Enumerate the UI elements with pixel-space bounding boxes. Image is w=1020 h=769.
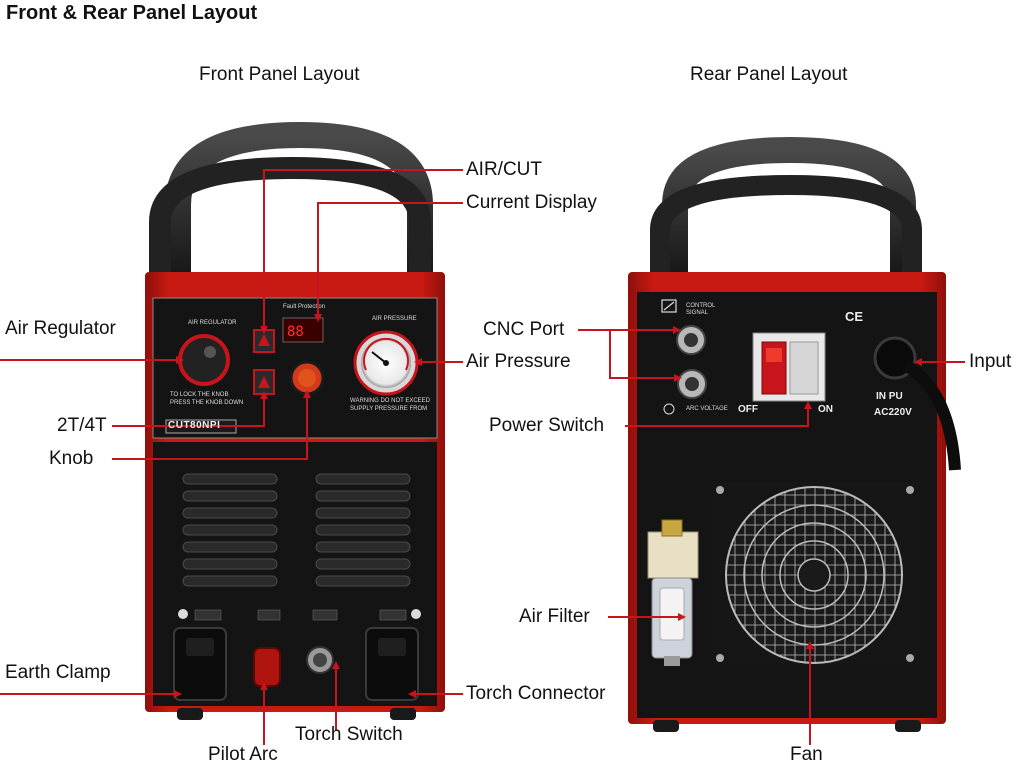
svg-text:AIR REGULATOR: AIR REGULATOR [188, 320, 237, 326]
svg-text:SUPPLY PRESSURE FROM: SUPPLY PRESSURE FROM [350, 406, 427, 412]
label-torch-connector: Torch Connector [466, 683, 606, 704]
label-fan: Fan [790, 744, 823, 765]
input-rating-line2: AC220V [874, 407, 912, 418]
svg-text:TO LOCK THE KNOB: TO LOCK THE KNOB [170, 392, 228, 398]
page-title: Front & Rear Panel Layout [6, 2, 258, 24]
air-regulator-knob [178, 334, 230, 386]
label-current-display: Current Display [466, 192, 597, 213]
svg-text:WARNING DO NOT EXCEED: WARNING DO NOT EXCEED [350, 398, 431, 404]
label-air-pressure: Air Pressure [466, 351, 571, 372]
callout-arrowheads [174, 314, 922, 698]
label-2t-4t: 2T/4T [57, 415, 107, 436]
rear-machine: CONTROL SIGNAL ARC VOLTAGE [628, 136, 961, 732]
svg-text:Fault Protection: Fault Protection [283, 304, 325, 310]
front-vents [182, 473, 411, 587]
fan-grill [712, 482, 920, 664]
rear-panel-title: Rear Panel Layout [690, 64, 848, 85]
air-filter-unit [647, 519, 699, 666]
model-badge: CUT80NPI [168, 420, 221, 431]
front-panel-title: Front Panel Layout [199, 64, 360, 85]
switch-on-label: ON [818, 404, 833, 415]
callout-lines [0, 169, 965, 745]
label-pilot-arc: Pilot Arc [208, 744, 278, 765]
label-power-switch: Power Switch [489, 415, 605, 436]
input-rating-line1: IN PU [876, 391, 903, 402]
svg-text:PRESS THE KNOB DOWN: PRESS THE KNOB DOWN [170, 400, 243, 406]
front-machine: AIR REGULATOR AIR PRESSURE Fault Protect… [145, 122, 445, 720]
svg-text:CONTROL: CONTROL [686, 303, 716, 309]
label-air-filter: Air Filter [519, 606, 590, 627]
svg-text:AIR PRESSURE: AIR PRESSURE [372, 316, 417, 322]
label-torch-switch: Torch Switch [295, 724, 403, 745]
svg-text:88: 88 [287, 324, 304, 340]
label-air-regulator: Air Regulator [5, 318, 116, 339]
switch-off-label: OFF [738, 404, 758, 415]
front-handle-front [149, 156, 431, 290]
label-earth-clamp: Earth Clamp [5, 662, 111, 683]
label-knob: Knob [49, 448, 94, 469]
label-input: Input [969, 351, 1012, 372]
label-air-cut: AIR/CUT [466, 159, 542, 180]
svg-text:ARC VOLTAGE: ARC VOLTAGE [686, 406, 728, 412]
ce-mark: CE [845, 309, 864, 324]
label-cnc-port: CNC Port [483, 319, 565, 340]
svg-text:SIGNAL: SIGNAL [686, 310, 709, 316]
pilot-arc-terminal [253, 647, 281, 687]
current-display [282, 317, 324, 343]
